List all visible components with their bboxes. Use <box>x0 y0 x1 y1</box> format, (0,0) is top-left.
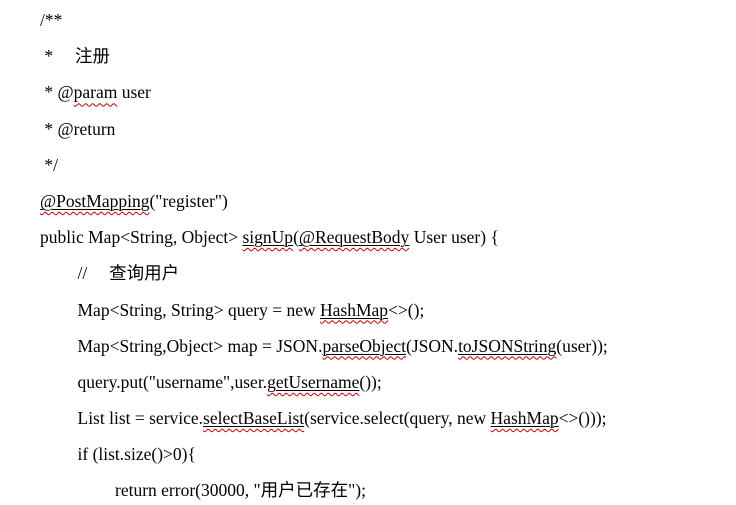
code-text: // 查询用户 <box>77 263 180 284</box>
code-line: * @param user <box>40 74 736 110</box>
flagged-underlined-word: signUp <box>243 227 294 247</box>
flagged-word: param <box>74 82 118 102</box>
code-line: /** <box>40 2 736 38</box>
flagged-underlined-word: HashMap <box>320 300 388 320</box>
code-line: if (list.size()>0){ <box>40 436 736 472</box>
code-text: (service.select(query, new <box>304 408 491 429</box>
code-text: user <box>117 82 151 103</box>
flagged-underlined-word: toJSONString <box>458 336 556 356</box>
code-line: // 查询用户 <box>40 255 736 291</box>
code-text: ()); <box>359 371 382 392</box>
code-text: User user) { <box>409 227 499 248</box>
code-line: * @return <box>40 111 736 147</box>
code-line: List list = service.selectBaseList(servi… <box>40 400 736 436</box>
code-text: ("register") <box>149 190 228 211</box>
code-text: List list = service. <box>77 408 204 429</box>
flagged-underlined-word: parseObject <box>322 336 406 356</box>
code-line: public Map<String, Object> signUp(@Reque… <box>40 219 736 255</box>
spellcheck-squiggle-word: @PostMapping <box>40 190 150 211</box>
flagged-underlined-word: HashMap <box>491 408 559 428</box>
code-line: Map<String, String> query = new HashMap<… <box>40 292 736 328</box>
spellcheck-squiggle-word: HashMap <box>320 299 389 320</box>
code-text: Map<String,Object> map = JSON. <box>77 335 323 356</box>
code-text: <>(); <box>388 299 425 320</box>
spellcheck-squiggle-word: @RequestBody <box>298 227 410 248</box>
code-text: (user)); <box>556 335 608 356</box>
spellcheck-squiggle-word: selectBaseList <box>203 408 305 429</box>
spellcheck-squiggle-word: signUp <box>242 227 294 248</box>
code-text: if (list.size()>0){ <box>77 444 196 465</box>
flagged-underlined-word: @RequestBody <box>299 227 409 247</box>
code-line: * 注册 <box>40 38 736 74</box>
code-text: Map<String, String> query = new <box>77 299 321 320</box>
code-text: return error(30000, "用户已存在"); <box>115 480 366 501</box>
code-text: query.put("username",user. <box>77 371 268 392</box>
code-text: <>())); <box>558 408 607 429</box>
spellcheck-squiggle-word: getUsername <box>267 371 360 392</box>
code-line: return error(30000, "用户已存在"); <box>40 472 736 505</box>
code-line: */ <box>40 147 736 183</box>
flagged-underlined-word: @PostMapping <box>40 191 149 211</box>
code-text: * @ <box>40 82 74 103</box>
code-text: public Map<String, Object> <box>40 227 243 248</box>
code-text: /** <box>40 10 63 30</box>
spellcheck-squiggle-word: param <box>73 82 118 103</box>
code-text: */ <box>40 154 58 175</box>
code-text: ( <box>293 227 299 248</box>
code-text: (JSON. <box>406 335 459 356</box>
flagged-underlined-word: selectBaseList <box>203 408 304 428</box>
code-text: * @return <box>40 118 116 139</box>
code-line: @PostMapping("register") <box>40 183 736 219</box>
spellcheck-squiggle-word: toJSONString <box>458 335 557 356</box>
code-line: query.put("username",user.getUsername())… <box>40 364 736 400</box>
spellcheck-squiggle-word: parseObject <box>322 335 407 356</box>
code-text: * 注册 <box>40 46 110 67</box>
spellcheck-squiggle-word: HashMap <box>490 408 559 429</box>
code-block: /** * 注册 * @param user * @return */ @Post… <box>40 2 736 505</box>
flagged-underlined-word: getUsername <box>267 372 359 392</box>
code-line: Map<String,Object> map = JSON.parseObjec… <box>40 328 736 364</box>
